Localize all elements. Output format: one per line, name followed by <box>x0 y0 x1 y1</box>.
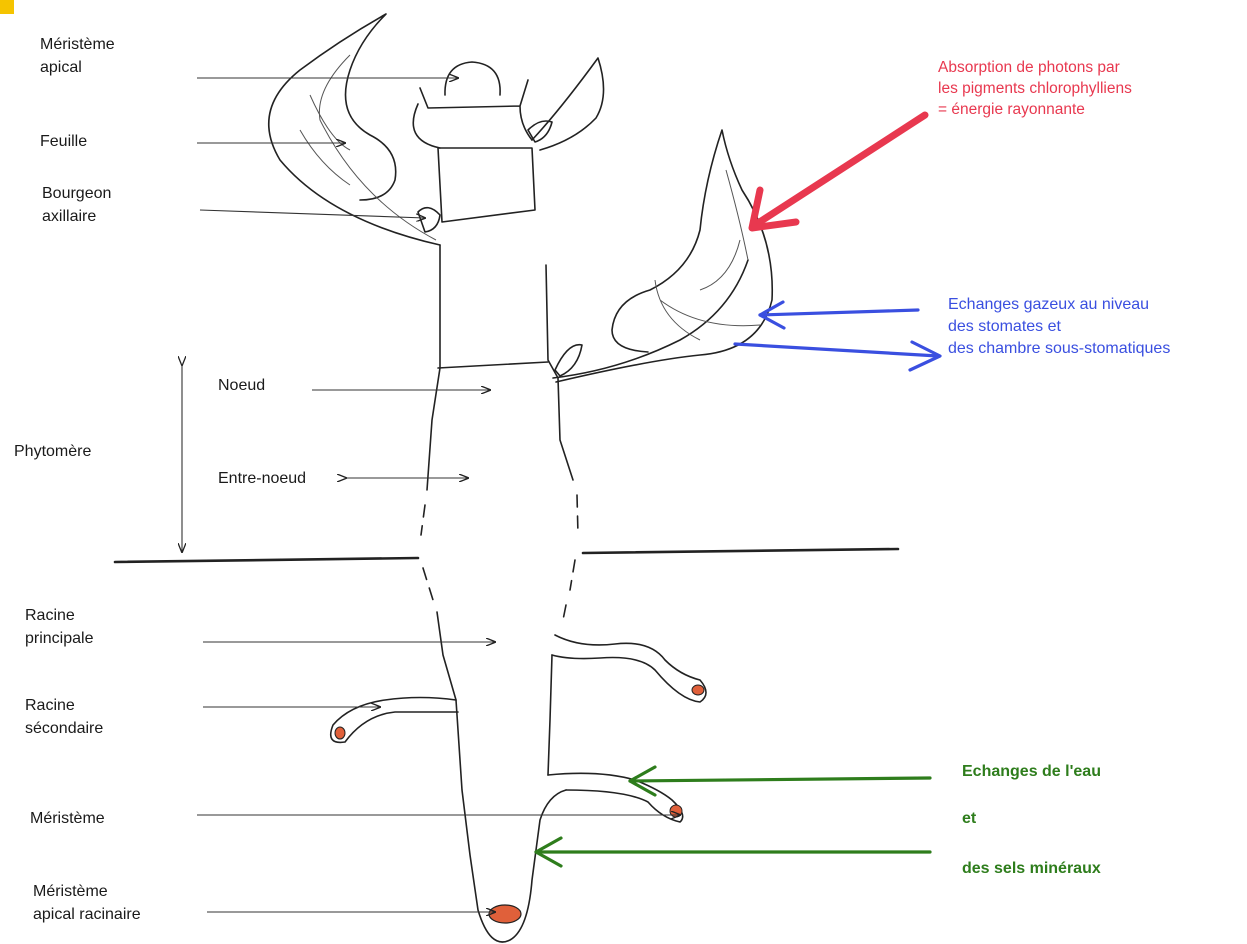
upper-leaf-veins <box>300 55 436 240</box>
stem-right-dashes <box>562 495 578 625</box>
annotation-water-line2: et <box>962 807 976 830</box>
apical-bracket <box>413 80 532 148</box>
upper-internode <box>438 148 535 222</box>
annotation-gas-exchange: Echanges gazeux au niveau des stomates e… <box>948 294 1170 360</box>
right-leaf-veins <box>655 170 760 340</box>
label-meristeme-apical-racinaire: Méristème apical racinaire <box>33 880 141 926</box>
annotation-water-line1: Echanges de l'eau <box>962 760 1101 783</box>
right-secondary-root-upper <box>552 635 706 702</box>
root-main-left <box>437 612 566 942</box>
ground-line-left <box>115 558 418 562</box>
label-phytomere: Phytomère <box>14 440 91 463</box>
ground-line-right <box>583 549 898 553</box>
label-meristeme: Méristème <box>30 807 105 830</box>
left-secondary-root <box>331 698 458 743</box>
annotation-photons: Absorption de photons par les pigments c… <box>938 57 1132 120</box>
label-racine-secondaire: Racine sécondaire <box>25 694 103 740</box>
label-entre-noeud: Entre-noeud <box>218 467 306 490</box>
water-arrows <box>536 767 930 866</box>
stem-right-edge <box>546 265 573 480</box>
label-meristeme-apical: Méristème apical <box>40 33 115 79</box>
node-line <box>438 362 548 368</box>
label-bourgeon-axillaire: Bourgeon axillaire <box>42 182 111 228</box>
right-leaf-petiole <box>553 260 748 378</box>
label-racine-principale: Racine principale <box>25 604 93 650</box>
label-noeud: Noeud <box>218 374 265 397</box>
left-root-meristem <box>335 727 345 739</box>
axillary-bud <box>418 208 440 232</box>
small-leaf-top <box>532 58 604 150</box>
right-leaf-bud <box>555 345 582 376</box>
apical-root-meristem <box>489 905 521 923</box>
label-feuille: Feuille <box>40 130 87 153</box>
root-main-right <box>548 655 552 775</box>
annotation-water-line3: des sels minéraux <box>962 857 1101 880</box>
right-root-meristem-upper <box>692 685 704 695</box>
stem-left-dashes <box>421 505 433 600</box>
photon-arrow <box>752 115 925 228</box>
arrow-bourgeon <box>200 210 425 218</box>
gas-arrows <box>735 302 940 370</box>
